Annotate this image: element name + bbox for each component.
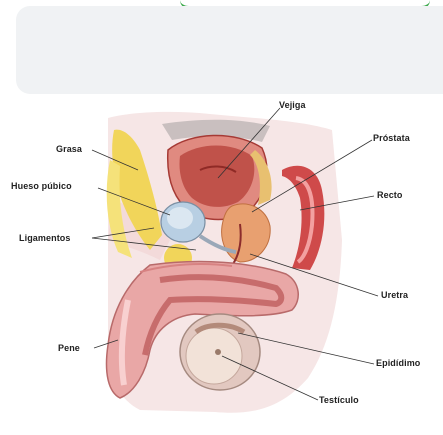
label-testiculo: Testículo xyxy=(319,395,359,405)
label-pene: Pene xyxy=(58,343,80,353)
testicle xyxy=(180,314,260,390)
label-epididimo: Epidídimo xyxy=(376,358,420,368)
pubic-bone xyxy=(161,202,205,242)
label-grasa: Grasa xyxy=(56,144,82,154)
label-hueso-pubico: Hueso púbico xyxy=(11,181,72,191)
label-uretra: Uretra xyxy=(381,290,408,300)
label-prostata: Próstata xyxy=(373,133,410,143)
label-ligamentos: Ligamentos xyxy=(19,233,71,243)
label-vejiga: Vejiga xyxy=(279,100,306,110)
label-recto: Recto xyxy=(377,190,403,200)
